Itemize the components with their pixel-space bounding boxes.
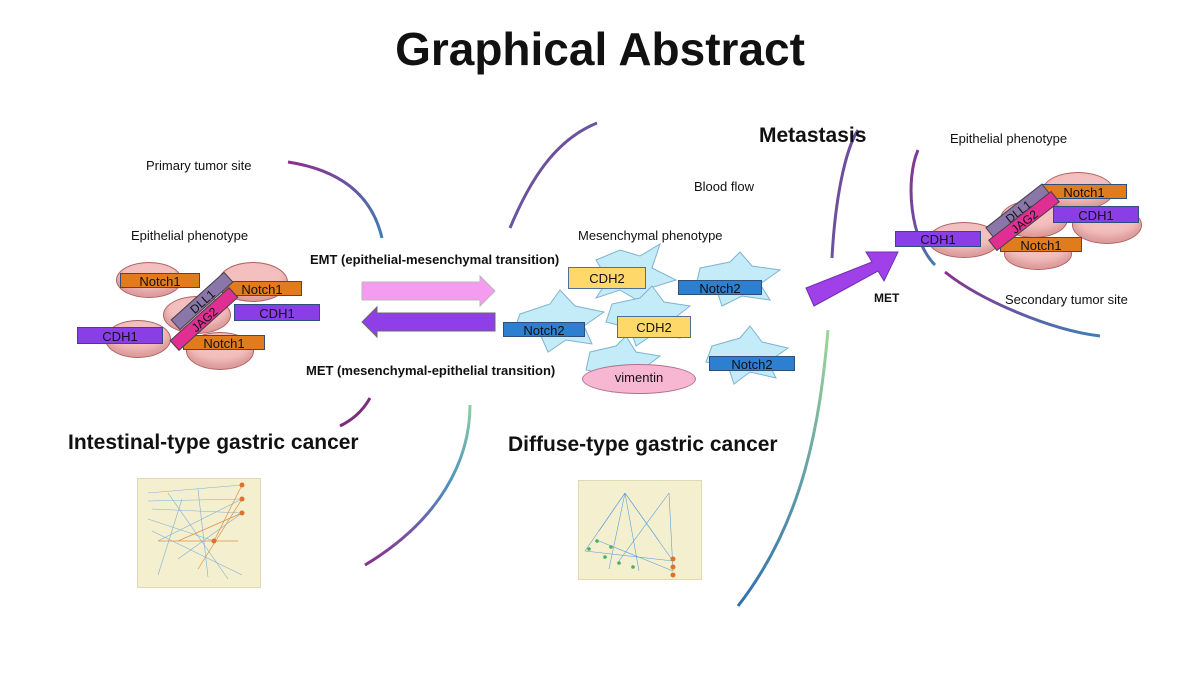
notch2-receptor: Notch2 xyxy=(678,280,762,296)
intestinal-type-heading: Intestinal-type gastric cancer xyxy=(68,431,359,454)
cdh1-marker: CDH1 xyxy=(895,231,981,247)
vessel-3 xyxy=(339,397,372,428)
notch2-receptor: Notch2 xyxy=(503,322,585,338)
secondary-tumor-site-label: Secondary tumor site xyxy=(1005,292,1128,307)
network-graph-icon xyxy=(147,482,245,580)
notch1-receptor: Notch1 xyxy=(1000,237,1082,253)
mesenchymal-phenotype-label: Mesenchymal phenotype xyxy=(578,228,723,243)
met-arrow-left xyxy=(361,305,496,339)
vessel-6 xyxy=(736,329,830,607)
cdh2-marker: CDH2 xyxy=(617,316,691,338)
emt-label: EMT (epithelial-mesenchymal transition) xyxy=(310,252,560,267)
blood-flow-label: Blood flow xyxy=(694,179,754,194)
network-graph-icon xyxy=(584,492,676,578)
intestinal-network-thumbnail xyxy=(137,478,261,588)
vessel-2 xyxy=(508,121,598,229)
epithelial-phenotype-right-label: Epithelial phenotype xyxy=(950,131,1068,146)
diffuse-network-thumbnail xyxy=(578,480,702,580)
mesenchymal-cell-star xyxy=(513,289,606,353)
cdh2-marker: CDH2 xyxy=(568,267,646,289)
vessel-4 xyxy=(364,404,472,567)
mesenchymal-cell-star xyxy=(705,325,790,385)
emt-arrow xyxy=(361,274,496,308)
met-transition-label: MET (mesenchymal-epithelial transition) xyxy=(306,363,556,378)
page-title: Graphical Abstract xyxy=(395,23,805,75)
notch1-receptor: Notch1 xyxy=(120,273,200,289)
notch1-receptor: Notch1 xyxy=(183,335,265,351)
vessel-1 xyxy=(287,160,384,239)
notch1-receptor: Notch1 xyxy=(222,281,302,297)
met-arrow-big xyxy=(805,251,899,307)
mesenchymal-cell-star xyxy=(695,251,782,307)
metastasis-label: Metastasis xyxy=(759,124,867,147)
cdh1-marker: CDH1 xyxy=(77,327,163,344)
vessel-7 xyxy=(909,149,937,267)
met-arrow-label: MET xyxy=(874,291,900,305)
vessel-5 xyxy=(830,129,860,259)
vimentin-marker: vimentin xyxy=(582,364,696,394)
cdh1-marker: CDH1 xyxy=(1053,206,1139,223)
epithelial-phenotype-label: Epithelial phenotype xyxy=(131,228,249,243)
vessel-8 xyxy=(944,270,1101,338)
cdh1-marker: CDH1 xyxy=(234,304,320,321)
primary-tumor-site-label: Primary tumor site xyxy=(146,158,252,173)
notch1-receptor: Notch1 xyxy=(1041,184,1127,200)
notch2-receptor: Notch2 xyxy=(709,356,795,372)
diffuse-type-heading: Diffuse-type gastric cancer xyxy=(508,433,778,456)
